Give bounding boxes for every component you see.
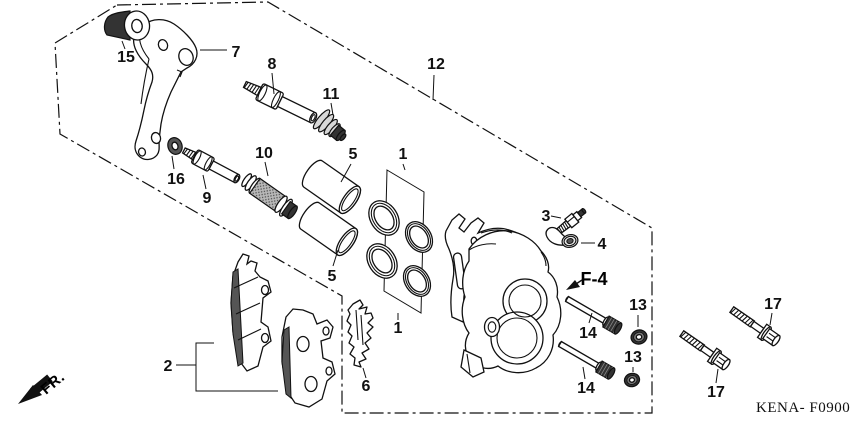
part-6-pad-spring bbox=[346, 299, 374, 368]
callout-5-top[interactable]: 5 bbox=[349, 146, 358, 163]
part-16-washer bbox=[167, 137, 183, 155]
part-13-pin-plug-upper bbox=[630, 329, 648, 345]
front-marker-label: FR. bbox=[38, 369, 69, 399]
callout-11[interactable]: 11 bbox=[323, 86, 340, 103]
figure-ref-label[interactable]: F-4 bbox=[581, 269, 608, 289]
figure-ref-f4[interactable]: F-4 bbox=[566, 269, 608, 290]
callout-9[interactable]: 9 bbox=[203, 190, 212, 207]
part-1-seal-set bbox=[366, 200, 434, 297]
part-17-mount-bolt-left bbox=[678, 329, 731, 371]
part-13-pin-plug-lower bbox=[623, 372, 641, 388]
part-4-bleeder-cap bbox=[545, 226, 579, 249]
part-2-pad-outer bbox=[281, 308, 336, 408]
callout-1-bottom[interactable]: 1 bbox=[394, 320, 403, 337]
callout-7[interactable]: 7 bbox=[232, 44, 241, 61]
part-11-boot bbox=[312, 109, 347, 142]
callout-13-bottom[interactable]: 13 bbox=[624, 349, 642, 366]
callout-5-bottom[interactable]: 5 bbox=[328, 268, 337, 285]
callout-17-left[interactable]: 17 bbox=[707, 384, 725, 401]
callout-6[interactable]: 6 bbox=[362, 378, 371, 395]
diagram-code: KENA- F0900 bbox=[756, 400, 850, 416]
callout-2[interactable]: 2 bbox=[164, 358, 173, 375]
part-14-pad-pin-upper bbox=[564, 295, 623, 335]
assembly-12-boundary bbox=[54, 1, 653, 414]
part-12-caliper-body bbox=[444, 213, 562, 378]
part-5-piston-lower bbox=[298, 201, 359, 257]
front-direction-marker: FR. bbox=[18, 369, 68, 404]
part-3-bleeder-valve bbox=[556, 207, 587, 235]
part-17-mount-bolt-right bbox=[728, 305, 781, 347]
callout-14-top[interactable]: 14 bbox=[579, 325, 597, 342]
part-10-pin-boot bbox=[241, 173, 298, 220]
part-8-pin-bolt bbox=[242, 80, 318, 124]
callout-10[interactable]: 10 bbox=[255, 145, 273, 162]
figure-ref-arrowhead-icon bbox=[566, 280, 580, 290]
callout-leader-lines bbox=[121, 40, 773, 384]
front-arrow-head-icon bbox=[18, 385, 42, 404]
callout-8[interactable]: 8 bbox=[268, 56, 277, 73]
callout-4[interactable]: 4 bbox=[598, 236, 607, 253]
callout-1-top[interactable]: 1 bbox=[399, 146, 408, 163]
callout-16[interactable]: 16 bbox=[167, 171, 185, 188]
callout-14-bottom[interactable]: 14 bbox=[577, 380, 595, 397]
part-2-pad-inner bbox=[230, 253, 272, 372]
part-14-pad-pin-lower bbox=[557, 340, 616, 380]
callout-17-right[interactable]: 17 bbox=[764, 296, 782, 313]
callout-3[interactable]: 3 bbox=[542, 208, 551, 225]
callout-12[interactable]: 12 bbox=[427, 56, 445, 73]
pad-set-bracket bbox=[195, 342, 278, 392]
part-5-piston-upper bbox=[301, 159, 362, 215]
part-9-pin-bolt bbox=[181, 147, 241, 184]
part-7-caliper-bracket bbox=[132, 18, 198, 161]
callout-13-top[interactable]: 13 bbox=[629, 297, 647, 314]
part-15-collar bbox=[103, 10, 151, 41]
callout-15[interactable]: 15 bbox=[117, 49, 135, 66]
